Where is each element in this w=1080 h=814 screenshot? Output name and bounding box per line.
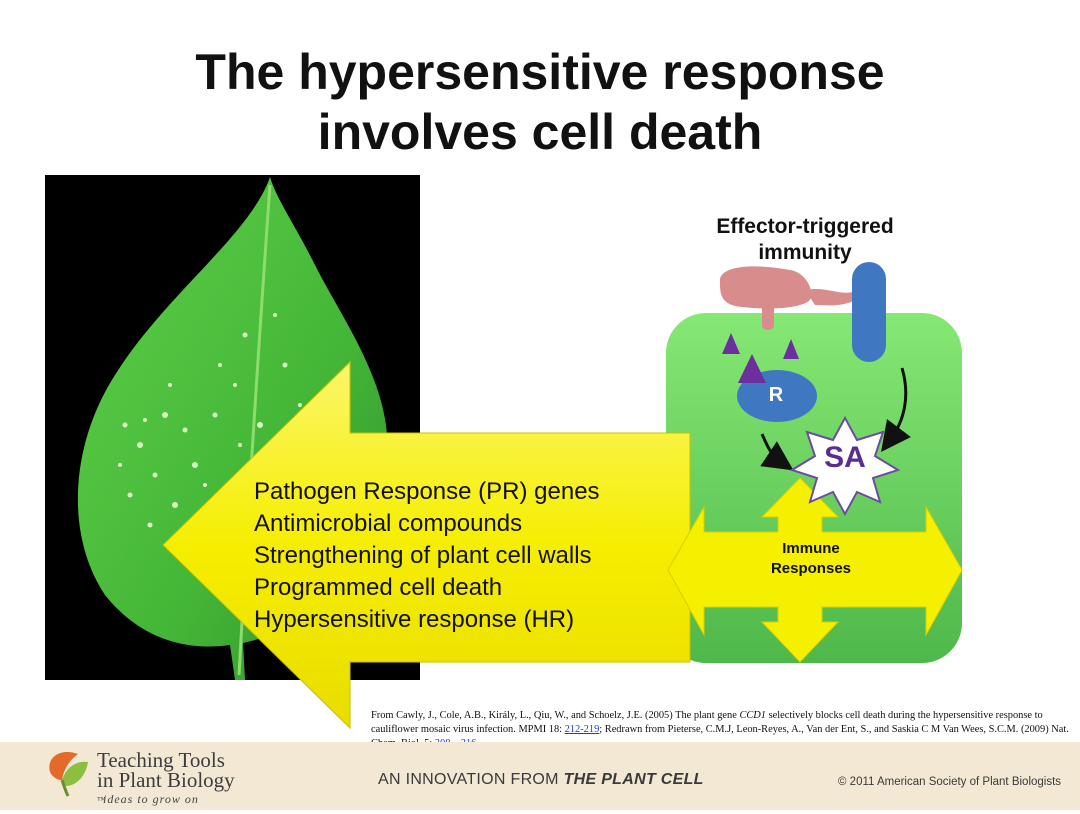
logo-wordmark: Teaching Tools in Plant Biology ™ bbox=[97, 750, 235, 814]
eti-line-2: immunity bbox=[758, 241, 852, 264]
logo-trademark: ™ bbox=[97, 795, 106, 805]
r-protein-label: R bbox=[768, 384, 784, 406]
immune-response-arrows bbox=[667, 477, 963, 663]
immune-responses-label: Immune Responses bbox=[748, 539, 874, 579]
response-list: Pathogen Response (PR) genes Antimicrobi… bbox=[254, 476, 600, 636]
effector-triangle bbox=[783, 339, 799, 359]
list-item: Pathogen Response (PR) genes bbox=[254, 478, 600, 505]
citation-link-mpmi[interactable]: 212-219 bbox=[564, 724, 600, 735]
effector-triggered-immunity-label: Effector-triggered immunity bbox=[690, 214, 920, 266]
r-to-sa-arrow bbox=[760, 433, 794, 471]
logo-tagline: ideas to grow on bbox=[103, 792, 199, 806]
title-line-1: The hypersensitive response bbox=[195, 44, 885, 100]
sa-star bbox=[789, 415, 901, 517]
title-line-2: involves cell death bbox=[317, 104, 763, 160]
immune-line-1: Immune bbox=[782, 540, 840, 557]
pathogen-stalk bbox=[762, 300, 774, 330]
list-item: Strengthening of plant cell walls bbox=[254, 542, 592, 569]
innovation-prefix: AN INNOVATION FROM bbox=[378, 771, 564, 788]
response-arrow bbox=[162, 360, 691, 730]
citation-text: From Cawly, J., Cole, A.B., Király, L., … bbox=[371, 710, 740, 721]
list-item: Antimicrobial compounds bbox=[254, 510, 523, 537]
pathogen-body bbox=[719, 266, 812, 309]
slide-title: The hypersensitive response involves cel… bbox=[0, 42, 1080, 162]
eti-line-1: Effector-triggered bbox=[716, 215, 894, 238]
list-item: Programmed cell death bbox=[254, 574, 503, 601]
logo-line-1: Teaching Tools bbox=[97, 748, 225, 772]
immune-line-2: Responses bbox=[770, 560, 852, 577]
sa-label: SA bbox=[824, 441, 866, 474]
innovation-brand: THE PLANT CELL bbox=[563, 771, 704, 788]
citation-gene: CCD1 bbox=[739, 710, 766, 721]
footer-bar bbox=[0, 742, 1080, 810]
membrane-receptor bbox=[852, 262, 886, 362]
effector-triangle bbox=[738, 354, 766, 383]
sprout-logo-icon bbox=[49, 752, 88, 797]
citation-text: selectively blocks cell death during the… bbox=[371, 710, 1043, 735]
receptor-to-sa-arrow bbox=[881, 367, 911, 453]
copyright-notice: © 2011 American Society of Plant Biologi… bbox=[838, 776, 1062, 788]
logo-line-2: in Plant Biology bbox=[97, 768, 235, 792]
effector-triangle bbox=[722, 333, 740, 354]
list-item: Hypersensitive response (HR) bbox=[254, 606, 575, 633]
innovation-credit: AN INNOVATION FROM THE PLANT CELL bbox=[378, 771, 704, 789]
photo-label-box bbox=[52, 195, 112, 260]
